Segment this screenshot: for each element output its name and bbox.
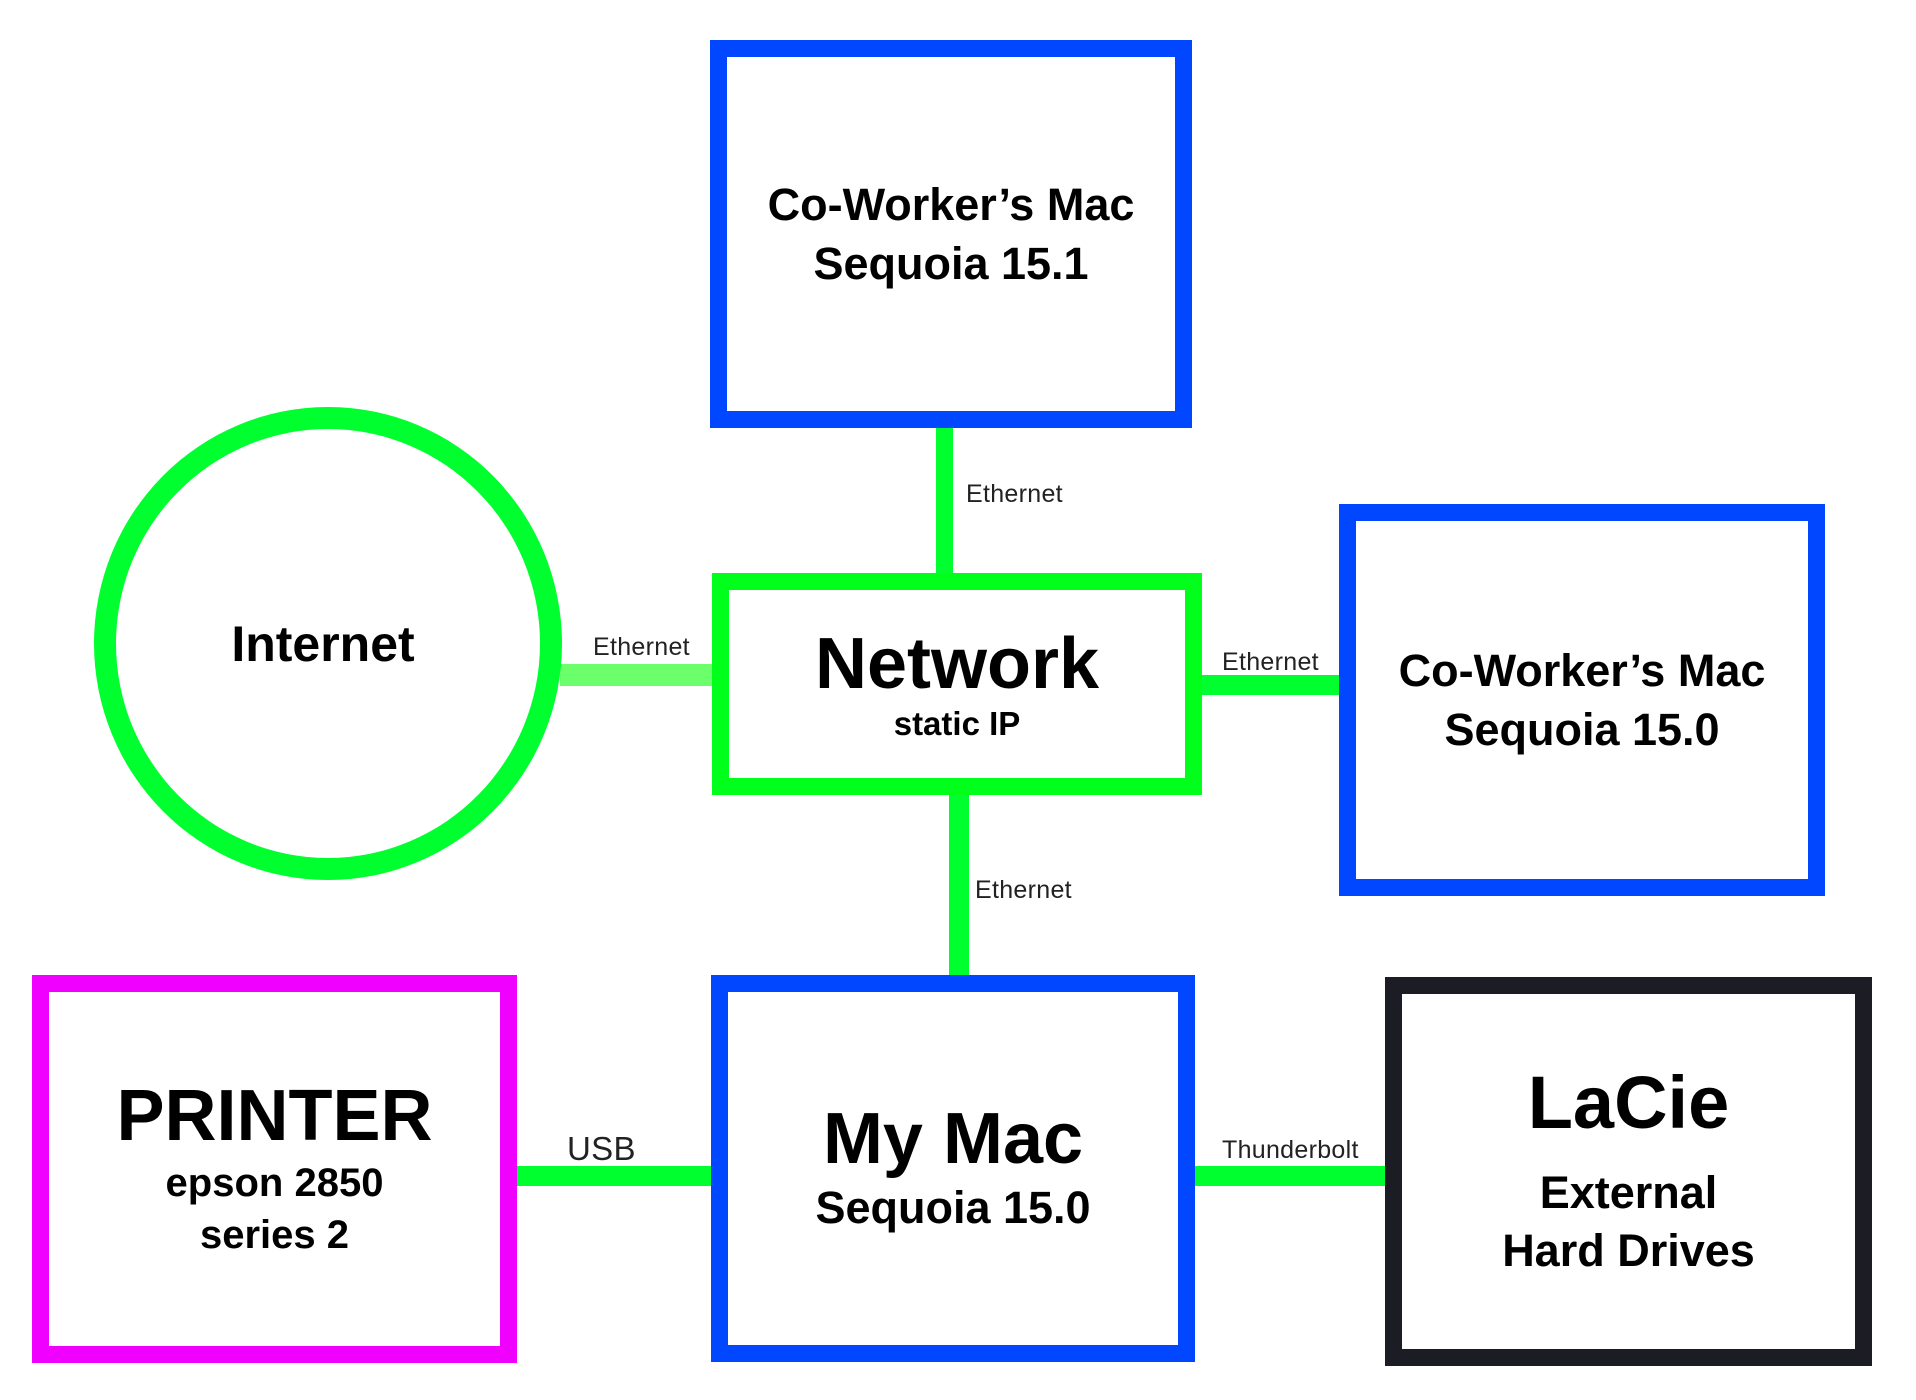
connection-network-coworker-top	[936, 420, 953, 580]
node-printer-title: PRINTER	[116, 1076, 433, 1157]
node-coworker-mac-top[interactable]: Co-Worker’s Mac Sequoia 15.1	[710, 40, 1192, 428]
node-coworker-mac-top-os: Sequoia 15.1	[813, 238, 1089, 289]
connection-label-network-coworker-top: Ethernet	[966, 480, 1063, 508]
node-my-mac[interactable]: My Mac Sequoia 15.0	[711, 975, 1195, 1362]
node-network-title: Network	[814, 623, 1100, 704]
node-my-mac-os: Sequoia 15.0	[815, 1181, 1091, 1233]
node-lacie[interactable]: LaCie External Hard Drives	[1385, 977, 1872, 1366]
node-coworker-mac-right-os: Sequoia 15.0	[1444, 704, 1720, 755]
connection-label-network-my-mac: Ethernet	[975, 876, 1072, 904]
node-printer[interactable]: PRINTER epson 2850 series 2	[32, 975, 517, 1363]
connection-printer-my-mac	[510, 1166, 718, 1186]
node-internet-label: Internet	[231, 615, 415, 672]
node-lacie-line2: External	[1539, 1166, 1718, 1218]
node-coworker-mac-top-name: Co-Worker’s Mac	[767, 178, 1135, 230]
node-network[interactable]: Network static IP	[712, 573, 1202, 795]
connection-internet-network	[560, 664, 732, 686]
connection-my-mac-lacie	[1188, 1166, 1390, 1186]
node-lacie-title: LaCie	[1527, 1061, 1730, 1145]
node-network-subtitle: static IP	[893, 704, 1021, 742]
connection-label-internet-network: Ethernet	[593, 633, 690, 661]
node-coworker-mac-right[interactable]: Co-Worker’s Mac Sequoia 15.0	[1339, 504, 1825, 896]
connection-network-coworker-right	[1194, 675, 1342, 695]
connection-network-my-mac	[949, 790, 969, 980]
node-coworker-mac-right-name: Co-Worker’s Mac	[1398, 644, 1766, 696]
connection-label-printer-my-mac: USB	[567, 1130, 636, 1167]
node-internet[interactable]: Internet	[94, 407, 562, 880]
node-my-mac-title: My Mac	[822, 1098, 1084, 1179]
node-printer-series: series 2	[199, 1212, 350, 1257]
node-printer-model: epson 2850	[165, 1160, 384, 1205]
connection-label-my-mac-lacie: Thunderbolt	[1222, 1136, 1359, 1164]
node-lacie-line3: Hard Drives	[1502, 1225, 1755, 1277]
connection-label-network-coworker-right: Ethernet	[1222, 648, 1319, 676]
